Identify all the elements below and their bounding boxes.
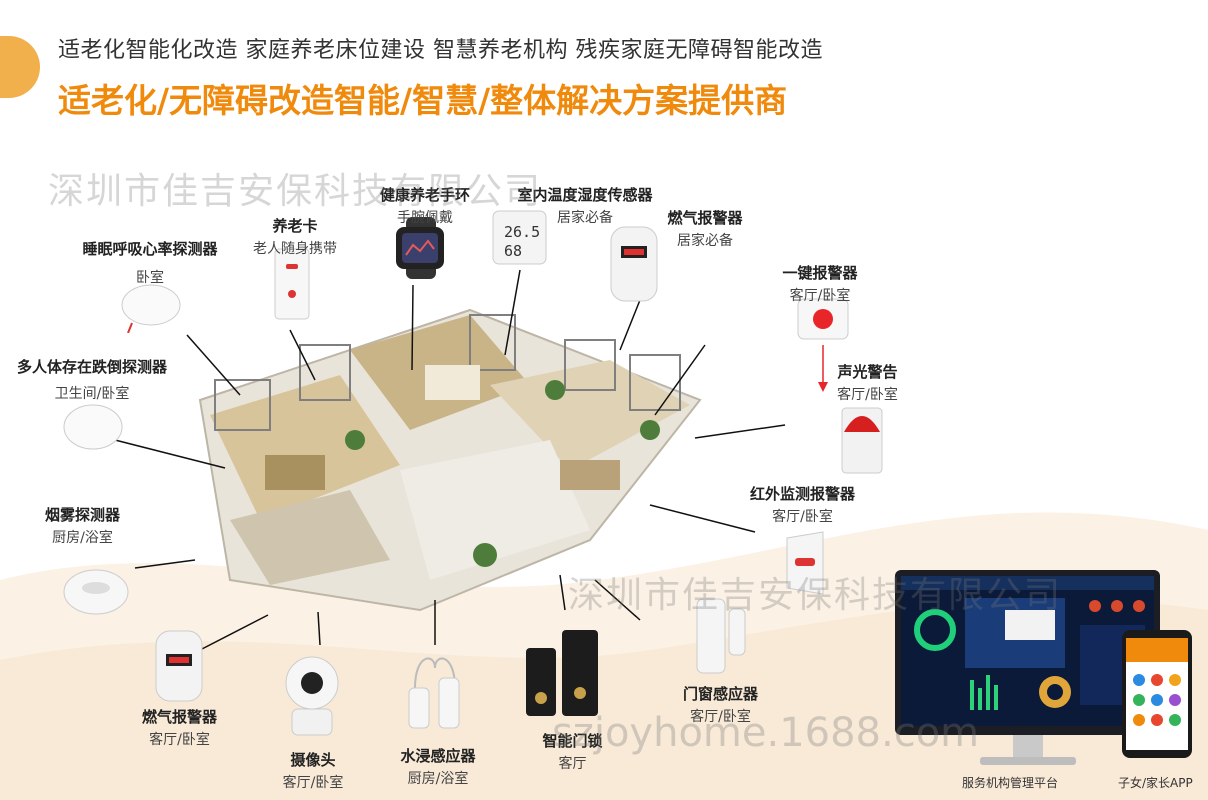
watermark-company-top: 深圳市佳吉安保科技有限公司 xyxy=(48,171,543,212)
device-label-fall-detector: 多人体存在跌倒探测器卫生间/卧室 xyxy=(16,358,167,402)
device-label-gas-top: 燃气报警器居家必备 xyxy=(667,209,743,249)
house-floorplan-illustration xyxy=(198,308,702,612)
smoke-detector-icon xyxy=(63,569,129,615)
device-label-water: 水浸感应器厨房/浴室 xyxy=(400,747,476,787)
device-label-camera: 摄像头客厅/卧室 xyxy=(282,751,344,791)
door-lock-icon xyxy=(526,630,598,716)
device-label-sos-button: 一键报警器客厅/卧室 xyxy=(782,264,858,304)
elder-card-icon xyxy=(274,248,310,320)
monitor-caption: 服务机构管理平台 xyxy=(962,776,1059,790)
water-sensor-icon xyxy=(408,657,460,729)
gas-alarm-icon xyxy=(155,630,203,702)
camera-icon xyxy=(285,656,339,736)
device-label-elder-card: 养老卡老人随身携带 xyxy=(253,217,337,257)
device-label-gas-bottom: 燃气报警器客厅/卧室 xyxy=(141,708,217,748)
door-sensor-icon xyxy=(696,598,746,674)
header-title: 适老化/无障碍改造智能/智慧/整体解决方案提供商 xyxy=(58,81,788,120)
device-label-temp-sensor: 室内温度湿度传感器居家必备 xyxy=(517,186,653,226)
sos-button-icon xyxy=(797,298,849,340)
svg-text:68: 68 xyxy=(504,242,522,260)
device-label-infrared: 红外监测报警器客厅/卧室 xyxy=(749,485,855,525)
siren-icon xyxy=(841,407,883,474)
infrared-detector-icon xyxy=(786,531,824,595)
watermark-company-middle: 深圳市佳吉安保科技有限公司 xyxy=(568,575,1063,616)
thermometer-icon: 26.5 68 xyxy=(492,210,547,265)
family-app-phone xyxy=(1122,630,1192,758)
device-label-door-lock: 智能门锁客厅 xyxy=(542,732,603,772)
sleep-detector-icon xyxy=(121,284,181,333)
device-label-health-band: 健康养老手环手腕佩戴 xyxy=(379,186,470,226)
phone-caption: 子女/家长APP xyxy=(1118,776,1193,790)
device-label-sleep-detector: 睡眠呼吸心率探测器卧室 xyxy=(82,240,218,286)
svg-text:26.5: 26.5 xyxy=(504,223,540,241)
smartwatch-icon xyxy=(396,217,444,279)
device-label-door-sensor: 门窗感应器客厅/卧室 xyxy=(682,685,758,725)
device-label-siren: 声光警告客厅/卧室 xyxy=(837,363,898,403)
header-subtitle: 适老化智能化改造 家庭养老床位建设 智慧养老机构 残疾家庭无障碍智能改造 xyxy=(58,38,823,63)
gas-alarm-icon xyxy=(610,226,658,302)
fall-detector-icon xyxy=(63,404,123,450)
watermark-url: szjoyhome.1688.com xyxy=(552,710,980,756)
device-label-smoke: 烟雾探测器厨房/浴室 xyxy=(44,506,120,546)
